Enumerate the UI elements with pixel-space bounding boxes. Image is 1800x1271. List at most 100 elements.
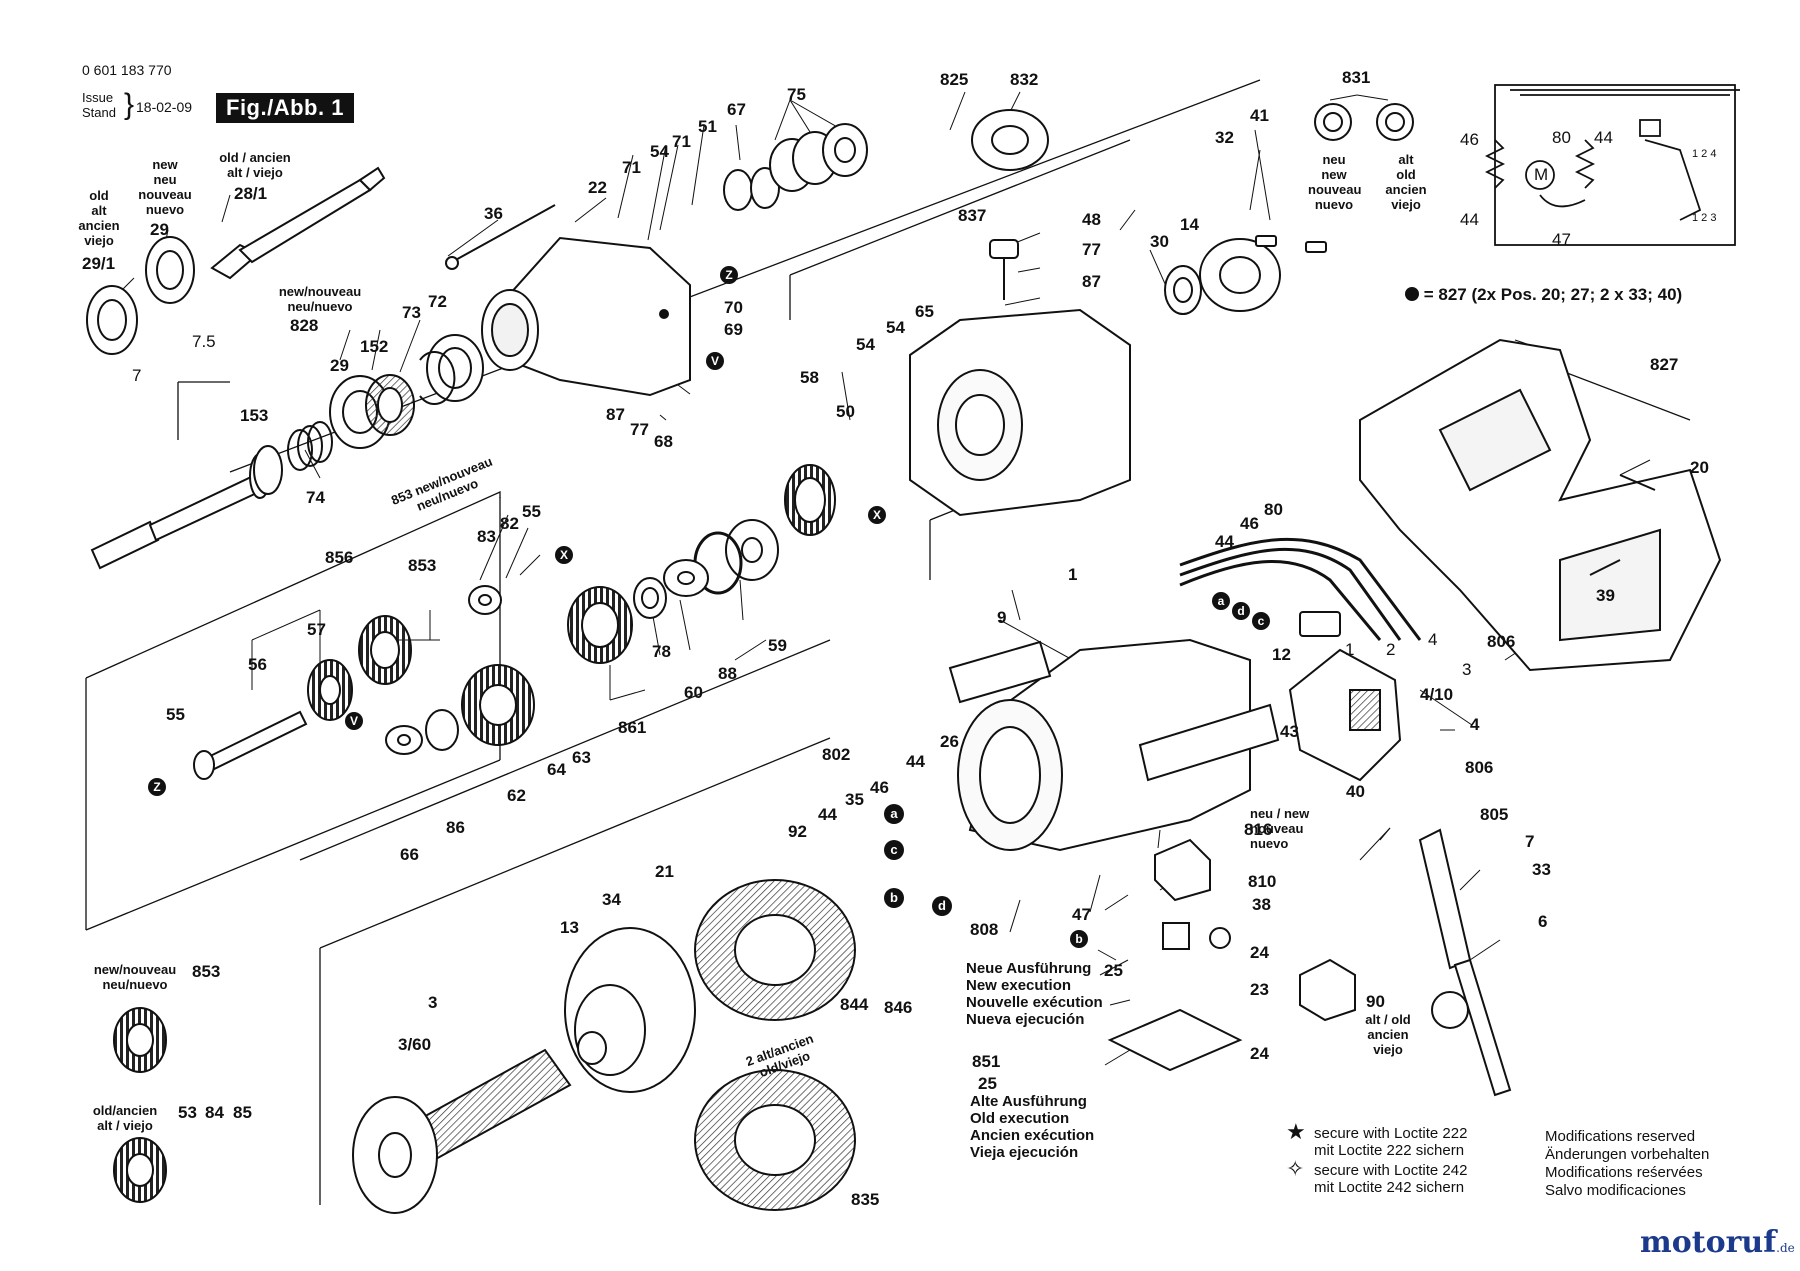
cable-6	[1418, 828, 1512, 1097]
leader-lines	[111, 91, 1651, 1066]
spring-38	[1209, 927, 1231, 949]
callout-13: 13	[560, 918, 579, 937]
callout-44c: 44	[1215, 532, 1234, 551]
callout-w3: 3	[1462, 660, 1472, 679]
bearing-78	[633, 577, 667, 619]
callout-9: 9	[997, 608, 1007, 627]
callout-69: 69	[724, 320, 743, 339]
gear-57	[307, 659, 353, 721]
callout-29a: 29	[150, 220, 169, 239]
callout-851: 851	[972, 1052, 1001, 1071]
callout-84: 84	[205, 1103, 224, 1122]
bearing-13	[577, 1031, 607, 1065]
callout-844: 844	[840, 995, 869, 1014]
callout-50: 50	[836, 402, 855, 421]
gear-861	[567, 586, 633, 664]
callout-805: 805	[1480, 805, 1509, 824]
callout-41: 41	[1250, 106, 1269, 125]
screw-20	[1619, 474, 1656, 491]
callout-4: 4	[1470, 715, 1480, 734]
screw-39	[1589, 559, 1621, 576]
part-number: 0 601 183 770	[82, 62, 172, 78]
callout-55b: 55	[166, 705, 185, 724]
spindle-153	[90, 453, 278, 570]
callout-40: 40	[1346, 782, 1365, 801]
marker-c2: c	[1252, 612, 1270, 630]
seal-831-new	[1314, 103, 1352, 141]
callout-80: 80	[1264, 500, 1283, 519]
schem-123: 1 2 3	[1692, 212, 1717, 224]
flange-832	[971, 109, 1049, 171]
kit-note: = 827 (2x Pos. 20; 27; 2 x 33; 40)	[1405, 285, 1682, 305]
figure-label: Fig./Abb. 1	[216, 93, 354, 123]
brush-holder-816	[1154, 838, 1211, 902]
callout-26: 26	[940, 732, 959, 751]
callout-36: 36	[484, 204, 503, 223]
bearing-14	[1164, 265, 1202, 315]
callout-59: 59	[768, 636, 787, 655]
assembly-outlines	[85, 79, 1691, 1205]
callout-51: 51	[698, 117, 717, 136]
callout-57: 57	[307, 620, 326, 639]
callout-43: 43	[1280, 722, 1299, 741]
callout-816: 816	[1244, 820, 1273, 839]
washer-60	[663, 559, 709, 597]
callout-71b: 71	[622, 158, 641, 177]
callout-153: 153	[240, 406, 269, 425]
marker-b: b	[884, 888, 904, 908]
schem-m: M	[1534, 165, 1549, 184]
gear-853-new	[113, 1007, 167, 1073]
switch-4	[1288, 648, 1402, 782]
marker-d: d	[932, 896, 952, 916]
callout-828: 828	[290, 316, 319, 335]
callout-54b: 54	[886, 318, 905, 337]
callout-4-10: 4/10	[1420, 685, 1454, 704]
gear-62	[461, 664, 535, 746]
callout-70: 70	[724, 298, 743, 317]
schem-44a: 44	[1594, 128, 1613, 147]
callout-88: 88	[718, 664, 737, 683]
callout-846: 846	[884, 998, 913, 1017]
callout-32: 32	[1215, 128, 1234, 147]
callout-12: 12	[1272, 645, 1291, 664]
callout-29b: 29	[330, 356, 349, 375]
callout-60: 60	[684, 683, 703, 702]
callout-7: 7	[132, 366, 142, 385]
callout-90: 90	[1366, 992, 1385, 1011]
callout-87b: 87	[606, 405, 625, 424]
callout-92: 92	[788, 822, 807, 841]
marker-z1: Z	[720, 266, 738, 284]
schem-124: 1 2 4	[1692, 148, 1717, 160]
callout-65: 65	[915, 302, 934, 321]
wiring-schematic	[1484, 84, 1740, 246]
callout-87a: 87	[1082, 272, 1101, 291]
motor-housing-1	[957, 638, 1251, 852]
callout-6: 6	[1538, 912, 1548, 931]
callout-835: 835	[851, 1190, 880, 1209]
circlip-73	[419, 351, 456, 405]
callout-29-1: 29/1	[82, 254, 116, 273]
capacitor-12	[1299, 611, 1341, 637]
schem-44b: 44	[1460, 210, 1479, 229]
callout-806b: 806	[1465, 758, 1494, 777]
callout-63: 63	[572, 748, 591, 767]
marker-v1: V	[706, 352, 724, 370]
callout-35: 35	[845, 790, 864, 809]
sleeve-86	[425, 709, 459, 751]
marker-v2: V	[345, 712, 363, 730]
callout-24b: 24	[1250, 1044, 1269, 1063]
callout-853b: 853	[192, 962, 221, 981]
callout-802: 802	[822, 745, 851, 764]
cover-23	[1107, 1008, 1243, 1072]
star-filled-icon: ★	[1286, 1119, 1306, 1144]
callout-861: 861	[618, 718, 647, 737]
marker-z2: Z	[148, 778, 166, 796]
washer-66	[385, 725, 423, 755]
callout-74: 74	[306, 488, 325, 507]
callout-86: 86	[446, 818, 465, 837]
